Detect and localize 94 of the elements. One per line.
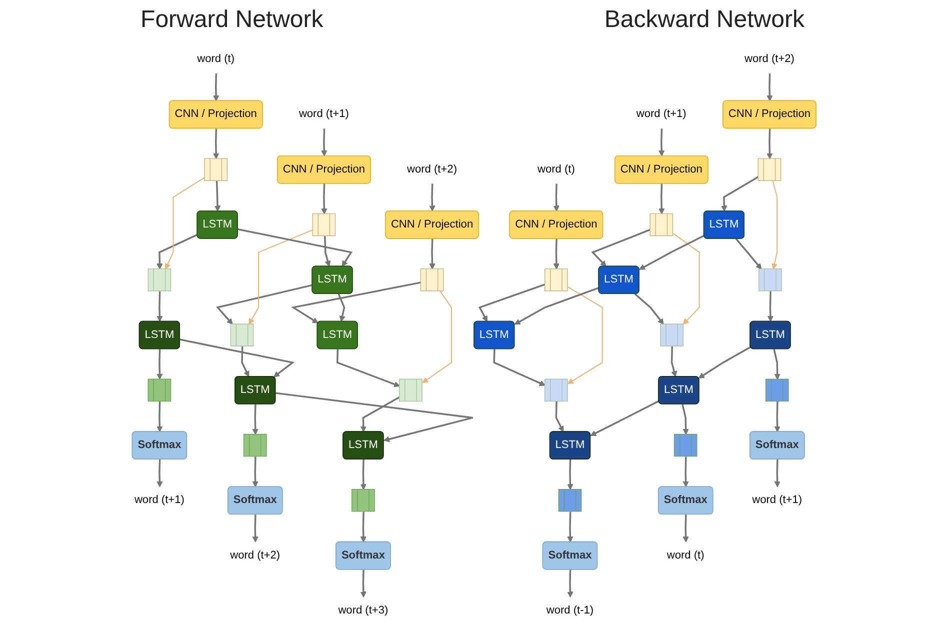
arrow xyxy=(248,229,314,325)
node-bar xyxy=(399,378,422,402)
arrow xyxy=(360,512,366,542)
arrow xyxy=(735,238,762,270)
arrow xyxy=(634,293,664,325)
arrow xyxy=(321,184,328,214)
arrow xyxy=(422,290,452,384)
arrow xyxy=(276,392,474,442)
node-bar xyxy=(765,378,789,402)
arrow xyxy=(567,459,574,490)
arrow xyxy=(553,184,560,212)
arrow xyxy=(360,459,366,490)
arrow xyxy=(721,176,759,212)
arrow xyxy=(514,286,600,325)
arrow xyxy=(493,349,546,386)
arrow xyxy=(429,238,436,270)
arrow xyxy=(214,180,221,212)
arrow xyxy=(772,180,778,270)
node-bar xyxy=(230,324,254,346)
node-bar xyxy=(148,378,172,402)
node-text: word (t+3) xyxy=(338,604,388,616)
node-text: word (t) xyxy=(538,163,575,176)
node-text: word (t-1) xyxy=(546,604,594,616)
arrow xyxy=(338,294,346,322)
node-text: word (t+1) xyxy=(752,494,802,506)
arrow xyxy=(553,238,560,270)
arrow xyxy=(216,284,313,325)
node-bar xyxy=(544,378,568,402)
arrow xyxy=(658,184,665,214)
arrow xyxy=(568,286,603,384)
arrow xyxy=(360,396,400,432)
arrow xyxy=(766,128,773,160)
node-bar xyxy=(312,213,336,236)
arrow xyxy=(156,234,198,270)
network-heading: Backward Network xyxy=(604,6,804,34)
arrow xyxy=(336,349,400,388)
arrow xyxy=(180,338,295,378)
node-bar xyxy=(352,489,375,512)
arrow xyxy=(360,570,366,598)
arrow xyxy=(156,402,163,432)
arrow xyxy=(324,236,331,267)
arrow xyxy=(682,456,689,488)
node-text: word (t) xyxy=(666,549,704,562)
arrow xyxy=(682,514,689,542)
arrow xyxy=(658,128,665,156)
arrow xyxy=(321,128,328,156)
node-bar xyxy=(758,268,782,292)
arrow xyxy=(241,346,250,377)
arrow xyxy=(156,291,163,322)
arrow xyxy=(252,404,258,435)
node-text: word (t+1) xyxy=(636,108,686,120)
node-bar xyxy=(660,324,684,346)
arrow xyxy=(672,232,700,325)
node-bar xyxy=(650,213,674,236)
arrow xyxy=(213,73,220,102)
arrow xyxy=(238,228,353,267)
node-bar xyxy=(420,268,444,292)
node-bar xyxy=(204,158,228,181)
arrow xyxy=(767,291,774,322)
node-bar xyxy=(544,268,568,292)
arrow xyxy=(639,234,704,270)
arrow xyxy=(766,73,773,102)
arrow xyxy=(291,282,422,324)
arrow xyxy=(591,228,651,267)
arrow xyxy=(567,570,574,598)
arrow xyxy=(590,400,660,436)
arrow xyxy=(156,349,163,380)
node-text: word (t+2) xyxy=(744,53,794,65)
arrow xyxy=(478,283,546,322)
network-heading: Forward Network xyxy=(140,6,324,34)
arrow xyxy=(682,404,689,435)
arrow xyxy=(213,128,220,160)
arrow xyxy=(252,514,258,542)
node-text: word (t+2) xyxy=(407,163,457,176)
node-text: word (t+1) xyxy=(134,494,184,506)
arrow xyxy=(156,459,163,488)
node-text: word (t+1) xyxy=(298,108,349,120)
arrow xyxy=(567,512,574,542)
arrow xyxy=(774,459,780,488)
arrow xyxy=(773,348,780,380)
arrow xyxy=(774,402,780,432)
arrow xyxy=(252,456,258,488)
arrow xyxy=(670,346,678,377)
arrow xyxy=(698,346,752,379)
node-bar xyxy=(148,268,172,292)
node-bar xyxy=(243,434,267,457)
node-text: word (t+2) xyxy=(230,549,280,562)
node-text: word (t) xyxy=(197,53,235,65)
node-bar xyxy=(674,434,698,457)
node-bar xyxy=(558,489,582,512)
node-bar xyxy=(758,158,782,181)
arrow xyxy=(429,184,436,212)
arrow xyxy=(164,176,206,270)
arrow xyxy=(555,402,564,432)
